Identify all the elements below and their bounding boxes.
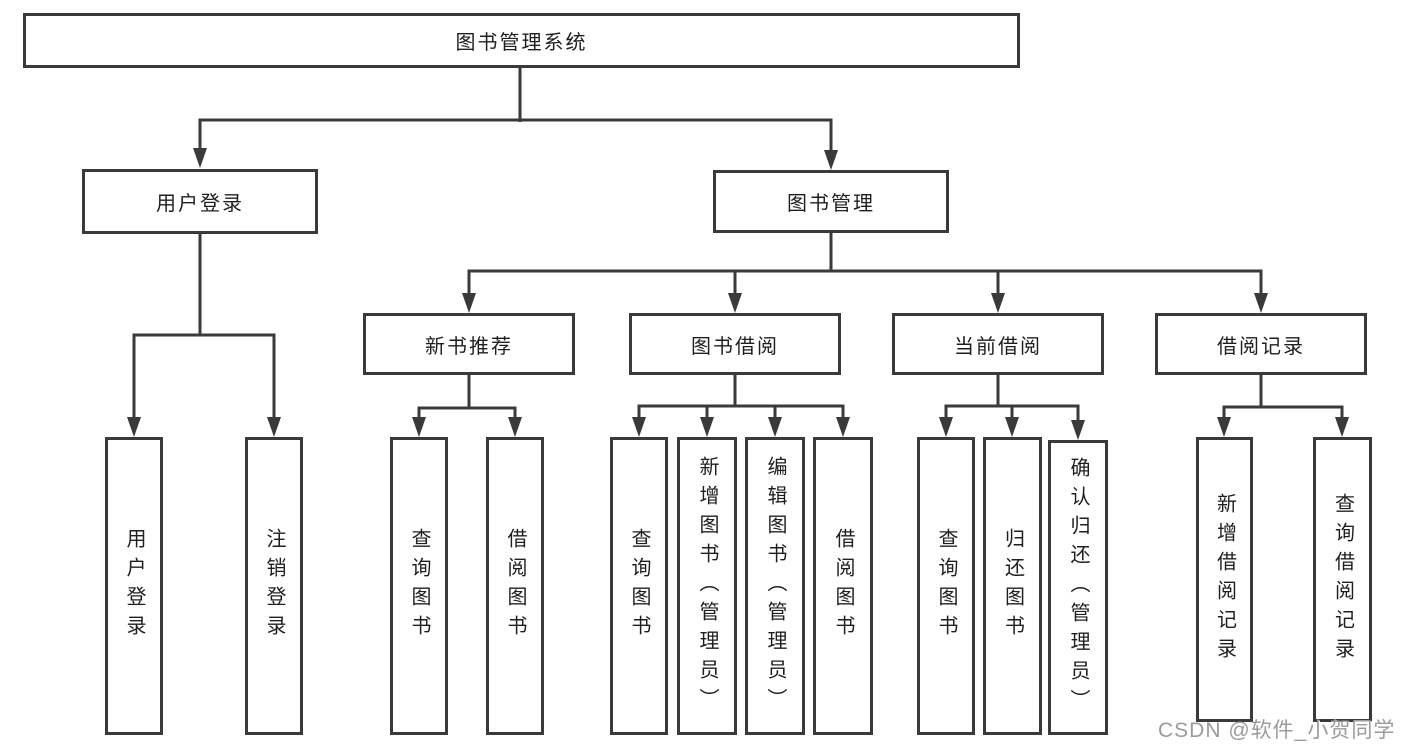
node-system-root: 图书管理系统	[23, 13, 1020, 68]
leaf-edit-books-admin: 编辑图书（管理员）	[745, 437, 805, 735]
leaf-add-borrow-record: 新增借阅记录	[1196, 437, 1253, 722]
leaf-label: 注销登录	[263, 528, 285, 644]
node-new-book-recommend: 新书推荐	[363, 313, 575, 375]
node-book-borrowing: 图书借阅	[629, 313, 841, 375]
node-current-borrowing: 当前借阅	[892, 313, 1104, 375]
leaf-borrow-books-1: 借阅图书	[486, 437, 544, 735]
node-label: 新书推荐	[425, 335, 513, 358]
leaf-label: 编辑图书（管理员）	[764, 455, 786, 717]
leaf-label: 用户登录	[123, 528, 145, 644]
leaf-label: 借阅图书	[504, 528, 526, 644]
leaf-label: 查询图书	[935, 528, 957, 644]
leaf-query-books-2: 查询图书	[610, 437, 668, 735]
leaf-label: 新增图书（管理员）	[696, 455, 718, 717]
leaf-query-borrow-record: 查询借阅记录	[1313, 437, 1372, 722]
leaf-label: 查询借阅记录	[1331, 492, 1354, 667]
leaf-label: 归还图书	[1001, 528, 1024, 644]
node-label: 借阅记录	[1217, 335, 1305, 358]
leaf-label: 新增借阅记录	[1213, 492, 1236, 667]
leaf-query-books-3: 查询图书	[917, 437, 975, 735]
csdn-watermark: CSDN @软件_小贺同学	[1158, 719, 1396, 742]
node-label: 用户登录	[156, 193, 244, 215]
leaf-return-books: 归还图书	[983, 437, 1042, 735]
node-label: 图书借阅	[691, 335, 779, 358]
leaf-confirm-return-admin: 确认归还（管理员）	[1048, 440, 1108, 735]
node-book-management-branch: 图书管理	[713, 170, 949, 233]
node-label: 图书管理	[787, 193, 875, 215]
leaf-logout: 注销登录	[245, 437, 303, 735]
leaf-borrow-books-2: 借阅图书	[813, 437, 873, 735]
node-label: 图书管理系统	[455, 32, 588, 54]
leaf-add-books-admin: 新增图书（管理员）	[677, 437, 737, 735]
leaf-label: 查询图书	[408, 528, 430, 644]
leaf-label: 借阅图书	[832, 528, 854, 644]
node-borrow-records: 借阅记录	[1155, 313, 1367, 375]
node-label: 当前借阅	[954, 335, 1042, 358]
leaf-label: 查询图书	[628, 528, 650, 644]
leaf-query-books-1: 查询图书	[390, 437, 448, 735]
arrowheads	[127, 148, 1349, 440]
node-user-login-branch: 用户登录	[82, 169, 318, 234]
leaf-label: 确认归还（管理员）	[1067, 457, 1089, 718]
leaf-user-login: 用户登录	[105, 437, 163, 735]
